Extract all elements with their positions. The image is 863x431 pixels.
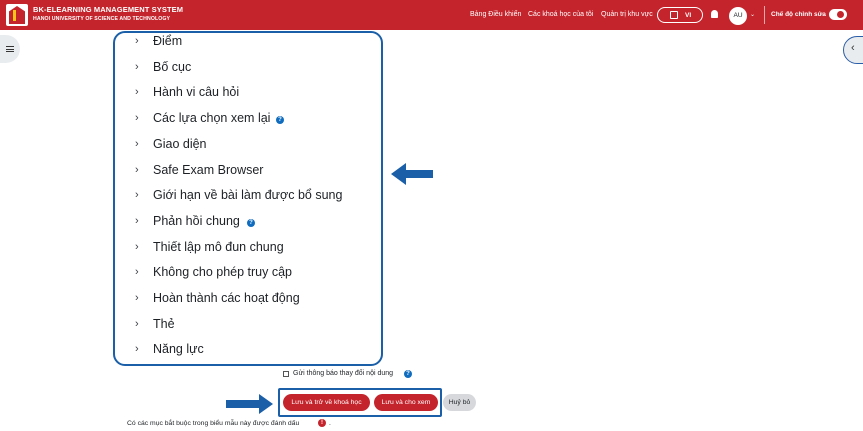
section-label: Bố cục bbox=[153, 59, 192, 74]
help-icon[interactable]: ? bbox=[404, 370, 412, 378]
notify-checkbox[interactable] bbox=[283, 371, 289, 377]
block-drawer-toggle[interactable]: ‹ bbox=[843, 36, 863, 64]
university-logo-icon[interactable] bbox=[6, 4, 28, 26]
language-label: VI bbox=[685, 12, 692, 19]
section-label: Hành vi câu hỏi bbox=[153, 85, 240, 100]
section-label: Hoàn thành các hoạt động bbox=[153, 291, 300, 305]
user-avatar[interactable]: AU bbox=[729, 7, 747, 25]
chevron-right-icon: › bbox=[135, 292, 139, 304]
course-index-drawer-toggle[interactable] bbox=[0, 35, 20, 63]
settings-section-list: › Điểm › Bố cục › Hành vi câu hỏi › Các … bbox=[113, 31, 383, 366]
nav-dashboard-link[interactable]: Bảng Điều khiển bbox=[470, 11, 522, 18]
chevron-right-icon: › bbox=[135, 60, 139, 73]
help-icon[interactable]: ? bbox=[247, 218, 255, 227]
chevron-right-icon: › bbox=[135, 214, 139, 227]
save-and-display-button[interactable]: Lưu và cho xem bbox=[374, 394, 438, 411]
brand-title[interactable]: BK-ELEARNING MANAGEMENT SYSTEM bbox=[33, 5, 184, 14]
section-label: Safe Exam Browser bbox=[153, 162, 264, 177]
section-label: Điểm bbox=[153, 34, 183, 48]
chevron-right-icon: › bbox=[135, 266, 139, 279]
notify-label[interactable]: Gửi thông báo thay đổi nội dung bbox=[293, 370, 394, 377]
chevron-right-icon: › bbox=[135, 112, 139, 125]
flag-icon bbox=[670, 11, 678, 19]
chevron-right-icon: › bbox=[135, 35, 139, 47]
required-note-period: . bbox=[329, 420, 331, 427]
top-navbar: BK-ELEARNING MANAGEMENT SYSTEM HANOI UNI… bbox=[0, 0, 863, 30]
section-label: Thiết lập mô đun chung bbox=[153, 239, 284, 254]
nav-my-courses-link[interactable]: Các khoá học của tôi bbox=[528, 11, 594, 18]
nav-site-admin-link[interactable]: Quản trị khu vực bbox=[601, 11, 653, 18]
chevron-right-icon: › bbox=[135, 317, 139, 330]
language-button[interactable]: VI bbox=[657, 7, 703, 23]
edit-mode-toggle[interactable] bbox=[829, 9, 847, 20]
chevron-right-icon: › bbox=[135, 137, 139, 150]
save-and-return-button[interactable]: Lưu và trở về khoá học bbox=[283, 394, 370, 411]
brand-subtitle: HANOI UNIVERSITY OF SCIENCE AND TECHNOLO… bbox=[33, 16, 171, 22]
section-label: Phản hồi chung bbox=[153, 213, 240, 228]
chevron-right-icon: › bbox=[135, 189, 139, 202]
chevron-right-icon: › bbox=[135, 163, 139, 176]
user-menu-chevron-down-icon[interactable]: ⌄ bbox=[750, 12, 756, 18]
section-label: Giao diện bbox=[153, 136, 207, 151]
chevron-right-icon: › bbox=[135, 240, 139, 253]
list-icon bbox=[6, 46, 14, 52]
navbar-divider bbox=[764, 6, 765, 24]
help-icon[interactable]: ? bbox=[276, 116, 284, 125]
annotation-arrow-left-icon bbox=[391, 163, 433, 185]
section-label: Giới hạn về bài làm được bổ sung bbox=[153, 188, 343, 203]
toggle-knob bbox=[837, 11, 844, 18]
annotation-highlight-box bbox=[278, 388, 442, 417]
section-label: Không cho phép truy cập bbox=[153, 265, 292, 280]
chevron-right-icon: › bbox=[135, 86, 139, 99]
chevron-right-icon: › bbox=[135, 343, 139, 356]
annotation-arrow-right-icon bbox=[226, 394, 273, 414]
required-exclamation-icon: ! bbox=[318, 419, 326, 427]
cancel-button[interactable]: Huỷ bỏ bbox=[443, 394, 476, 411]
section-label: Năng lực bbox=[153, 342, 204, 357]
edit-mode-label: Chế độ chỉnh sửa bbox=[771, 11, 826, 18]
required-fields-note: Có các mục bắt buộc trong biểu mẫu này đ… bbox=[127, 420, 300, 427]
section-label: Thẻ bbox=[153, 316, 175, 331]
notification-bell-icon[interactable] bbox=[711, 10, 718, 18]
section-label: Các lựa chọn xem lại bbox=[153, 111, 271, 126]
chevron-left-icon: ‹ bbox=[851, 42, 855, 54]
